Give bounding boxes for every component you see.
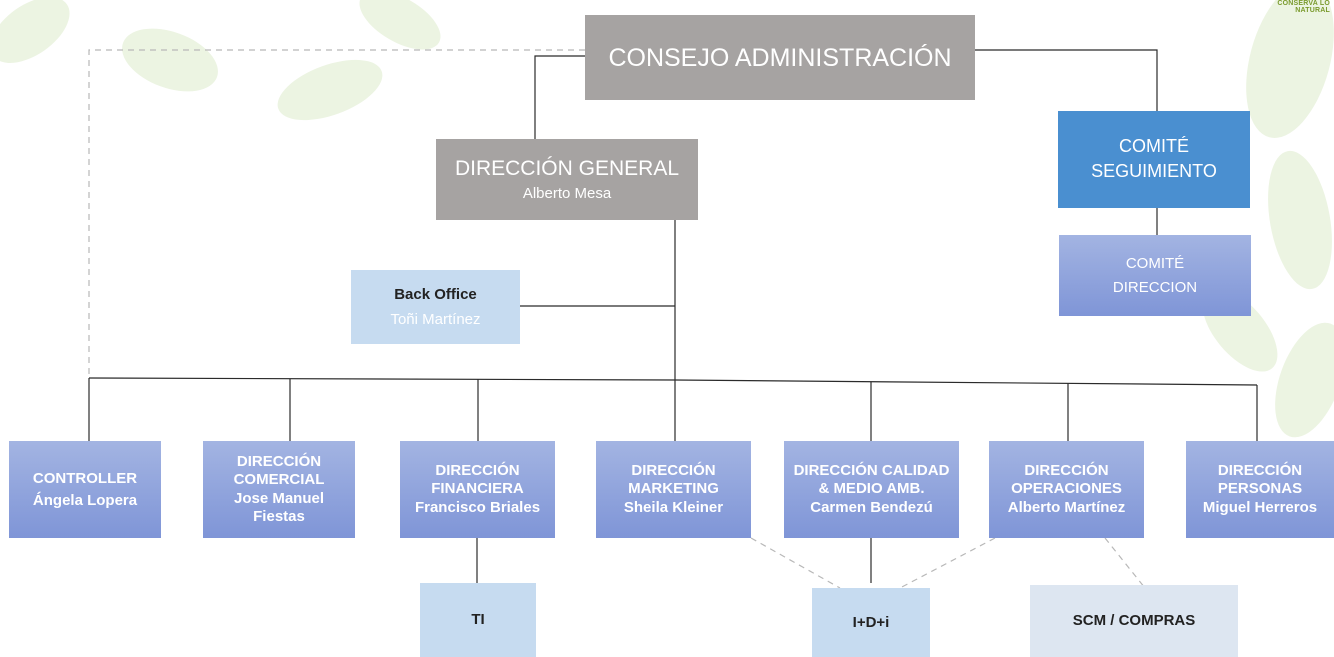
- dept-title: CONTROLLER: [32, 469, 138, 487]
- dept-title: DIRECCIÓN: [1024, 462, 1109, 479]
- dept-comercial[interactable]: DIRECCIÓN COMERCIAL Jose Manuel Fiestas: [203, 441, 355, 538]
- dept-person: Fiestas: [253, 508, 305, 525]
- comite-seguimiento-line1: COMITÉ: [1119, 136, 1189, 157]
- dept-personas[interactable]: DIRECCIÓN PERSONAS Miguel Herreros: [1186, 441, 1334, 538]
- dept-title: OPERACIONES: [1011, 480, 1122, 497]
- idi-box[interactable]: I+D+i: [812, 588, 930, 657]
- dept-title: FINANCIERA: [431, 480, 524, 497]
- dept-person: Carmen Bendezú: [810, 499, 933, 516]
- direccion-general-title: DIRECCIÓN GENERAL: [454, 156, 680, 180]
- idi-label: I+D+i: [852, 613, 890, 631]
- comite-direccion-line2: DIRECCION: [1112, 278, 1198, 296]
- comite-direccion-box[interactable]: COMITÉ DIRECCION: [1059, 235, 1251, 316]
- dept-person: Jose Manuel: [233, 490, 325, 507]
- dept-title: DIRECCIÓN: [236, 453, 322, 470]
- consejo-administracion-box[interactable]: CONSEJO ADMINISTRACIÓN: [585, 15, 975, 100]
- dept-operaciones[interactable]: DIRECCIÓN OPERACIONES Alberto Martínez: [989, 441, 1144, 538]
- scm-compras-label: SCM / COMPRAS: [1072, 612, 1196, 629]
- ti-label: TI: [471, 611, 485, 628]
- dept-title: DIRECCIÓN: [631, 462, 716, 479]
- dept-title: DIRECCIÓN: [435, 462, 520, 479]
- ti-box[interactable]: TI: [420, 583, 536, 657]
- consejo-title: CONSEJO ADMINISTRACIÓN: [608, 43, 952, 72]
- dept-person: Alberto Martínez: [1007, 499, 1126, 516]
- dept-title: & MEDIO AMB.: [818, 480, 925, 497]
- dept-controller[interactable]: CONTROLLER Ángela Lopera: [9, 441, 161, 538]
- comite-direccion-line1: COMITÉ: [1125, 254, 1185, 272]
- dept-person: Sheila Kleiner: [623, 499, 724, 516]
- dept-title: COMERCIAL: [233, 471, 325, 488]
- brand-tagline: CONSERVA LO NATURAL: [1277, 0, 1330, 14]
- dept-calidad-medio-ambiente[interactable]: DIRECCIÓN CALIDAD & MEDIO AMB. Carmen Be…: [784, 441, 959, 538]
- dept-marketing[interactable]: DIRECCIÓN MARKETING Sheila Kleiner: [596, 441, 751, 538]
- dept-title: DIRECCIÓN: [1217, 462, 1303, 479]
- back-office-box[interactable]: Back Office Toñi Martínez: [351, 270, 520, 344]
- dept-financiera[interactable]: DIRECCIÓN FINANCIERA Francisco Briales: [400, 441, 555, 538]
- direccion-general-box[interactable]: DIRECCIÓN GENERAL Alberto Mesa: [436, 139, 698, 220]
- dept-title: MARKETING: [628, 480, 719, 497]
- dept-title: DIRECCIÓN CALIDAD: [793, 462, 950, 479]
- comite-seguimiento-line2: SEGUIMIENTO: [1091, 161, 1217, 181]
- back-office-person: Toñi Martínez: [390, 310, 481, 328]
- comite-seguimiento-box[interactable]: COMITÉ SEGUIMIENTO: [1058, 111, 1250, 208]
- dept-person: Francisco Briales: [414, 499, 541, 516]
- dept-title: PERSONAS: [1217, 480, 1303, 497]
- dept-person: Ángela Lopera: [32, 491, 138, 509]
- direccion-general-person: Alberto Mesa: [522, 185, 612, 203]
- scm-compras-box[interactable]: SCM / COMPRAS: [1030, 585, 1238, 657]
- dept-person: Miguel Herreros: [1202, 499, 1318, 516]
- back-office-title: Back Office: [394, 285, 477, 303]
